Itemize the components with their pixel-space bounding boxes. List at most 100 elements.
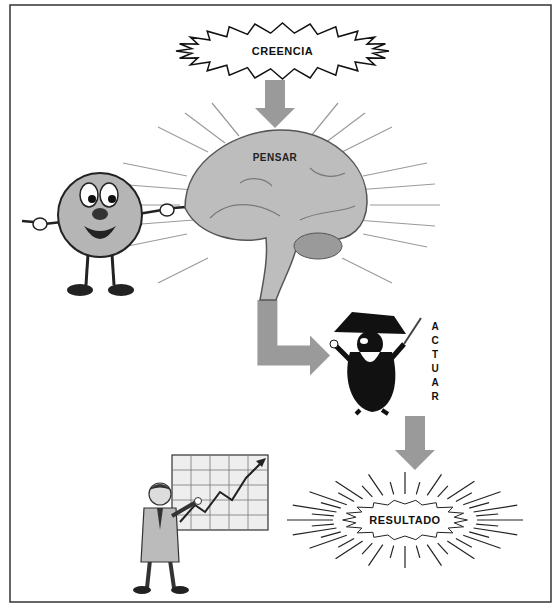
man-leg <box>170 560 174 588</box>
ray <box>158 127 208 152</box>
cerebellum <box>294 233 342 259</box>
sunburst-ray <box>474 505 518 512</box>
man-hair <box>149 484 171 490</box>
sunburst-ray <box>336 481 363 499</box>
pirate-arm <box>336 346 352 362</box>
sunburst-ray <box>404 472 405 494</box>
man-tie <box>157 508 163 530</box>
brain-fold <box>210 168 355 220</box>
brain-shape: PENSAR <box>180 128 370 300</box>
node-label: CREENCIA <box>252 45 313 57</box>
ray <box>325 113 365 143</box>
cartoon-character <box>22 173 186 296</box>
sunburst-ray <box>416 482 420 494</box>
action-figure: ACTUAR <box>330 308 448 416</box>
chart-line <box>180 462 262 522</box>
sunburst-ray <box>338 538 354 547</box>
man-shoe <box>133 586 151 594</box>
grid-line <box>210 455 211 530</box>
sunburst-ray <box>312 524 334 526</box>
arrow-head <box>310 336 330 376</box>
sunburst-ray <box>293 505 337 512</box>
eye <box>80 183 98 207</box>
ray <box>185 113 225 143</box>
sunburst-ray <box>362 543 372 554</box>
sunburst-ray <box>310 535 347 548</box>
grid-line <box>248 455 249 530</box>
sunburst-ray <box>369 474 383 495</box>
ray <box>212 103 239 136</box>
node-label: RESULTADO <box>367 514 442 526</box>
sunburst-ray <box>336 541 363 559</box>
ray <box>356 184 435 190</box>
eye <box>100 183 118 207</box>
sunburst-ray <box>427 474 441 495</box>
body-ball <box>58 173 142 257</box>
sunburst-ray <box>390 482 394 494</box>
sunburst-ray <box>427 545 441 566</box>
finger <box>22 221 34 222</box>
grid-line <box>172 485 268 486</box>
block-arrow <box>267 300 330 376</box>
pirate-hand <box>330 340 338 348</box>
block-arrow <box>395 416 435 470</box>
sunburst-ray <box>476 524 498 526</box>
sunburst-ray <box>310 492 347 505</box>
ray <box>123 163 187 176</box>
sunburst-ray <box>312 514 334 516</box>
sunburst-ray <box>416 546 420 558</box>
nose <box>92 208 108 220</box>
chart-board <box>172 455 268 530</box>
sunburst-ray <box>369 545 383 566</box>
ray <box>311 103 338 136</box>
block-arrow <box>255 80 295 128</box>
businessman-chart <box>133 455 268 594</box>
chart-grid <box>172 455 268 530</box>
result-burst: RESULTADO <box>285 470 525 570</box>
ray <box>356 220 435 226</box>
arrow-shaft <box>405 416 425 450</box>
chart-arrowhead <box>256 458 266 467</box>
sunburst-ray <box>463 535 500 548</box>
sunburst-ray <box>447 541 474 559</box>
shoe <box>67 284 93 296</box>
brain-outline <box>185 130 367 300</box>
ray <box>342 258 392 283</box>
sunburst-ray <box>293 528 337 535</box>
man-hand <box>195 498 202 505</box>
sunburst-ray <box>390 546 394 558</box>
ray <box>158 258 208 283</box>
glove <box>160 204 174 216</box>
pirate-arm <box>390 344 404 360</box>
grid-line <box>229 455 230 530</box>
sunburst-ray <box>287 519 333 520</box>
sunburst-ray <box>463 492 500 505</box>
pupil <box>88 195 96 203</box>
arrow-head <box>255 108 295 128</box>
sunburst-ray <box>469 503 489 509</box>
sunburst-ray <box>476 514 498 516</box>
starburst-outline <box>343 500 468 539</box>
mouth <box>84 226 116 239</box>
pirate-sword <box>404 318 421 344</box>
glove <box>33 218 47 230</box>
pirate-foot <box>356 410 360 414</box>
sunburst-ray <box>447 481 474 499</box>
arrow-shaft <box>265 80 285 108</box>
frame-border <box>10 5 551 602</box>
ray <box>370 204 440 205</box>
node-label: ACTUAR <box>430 320 440 404</box>
leg <box>112 254 114 285</box>
pirate-foot <box>382 410 388 414</box>
pirate-beard <box>360 352 380 362</box>
node-label: PENSAR <box>253 152 298 163</box>
sunburst-ray <box>456 538 472 547</box>
sunburst-ray <box>404 546 405 568</box>
sunburst-ray <box>456 493 472 502</box>
shoe <box>108 284 134 296</box>
arrow-head <box>395 450 435 470</box>
sunburst-ray <box>477 519 523 520</box>
pirate-hat <box>334 312 406 334</box>
belief-starburst: CREENCIA <box>175 22 390 80</box>
